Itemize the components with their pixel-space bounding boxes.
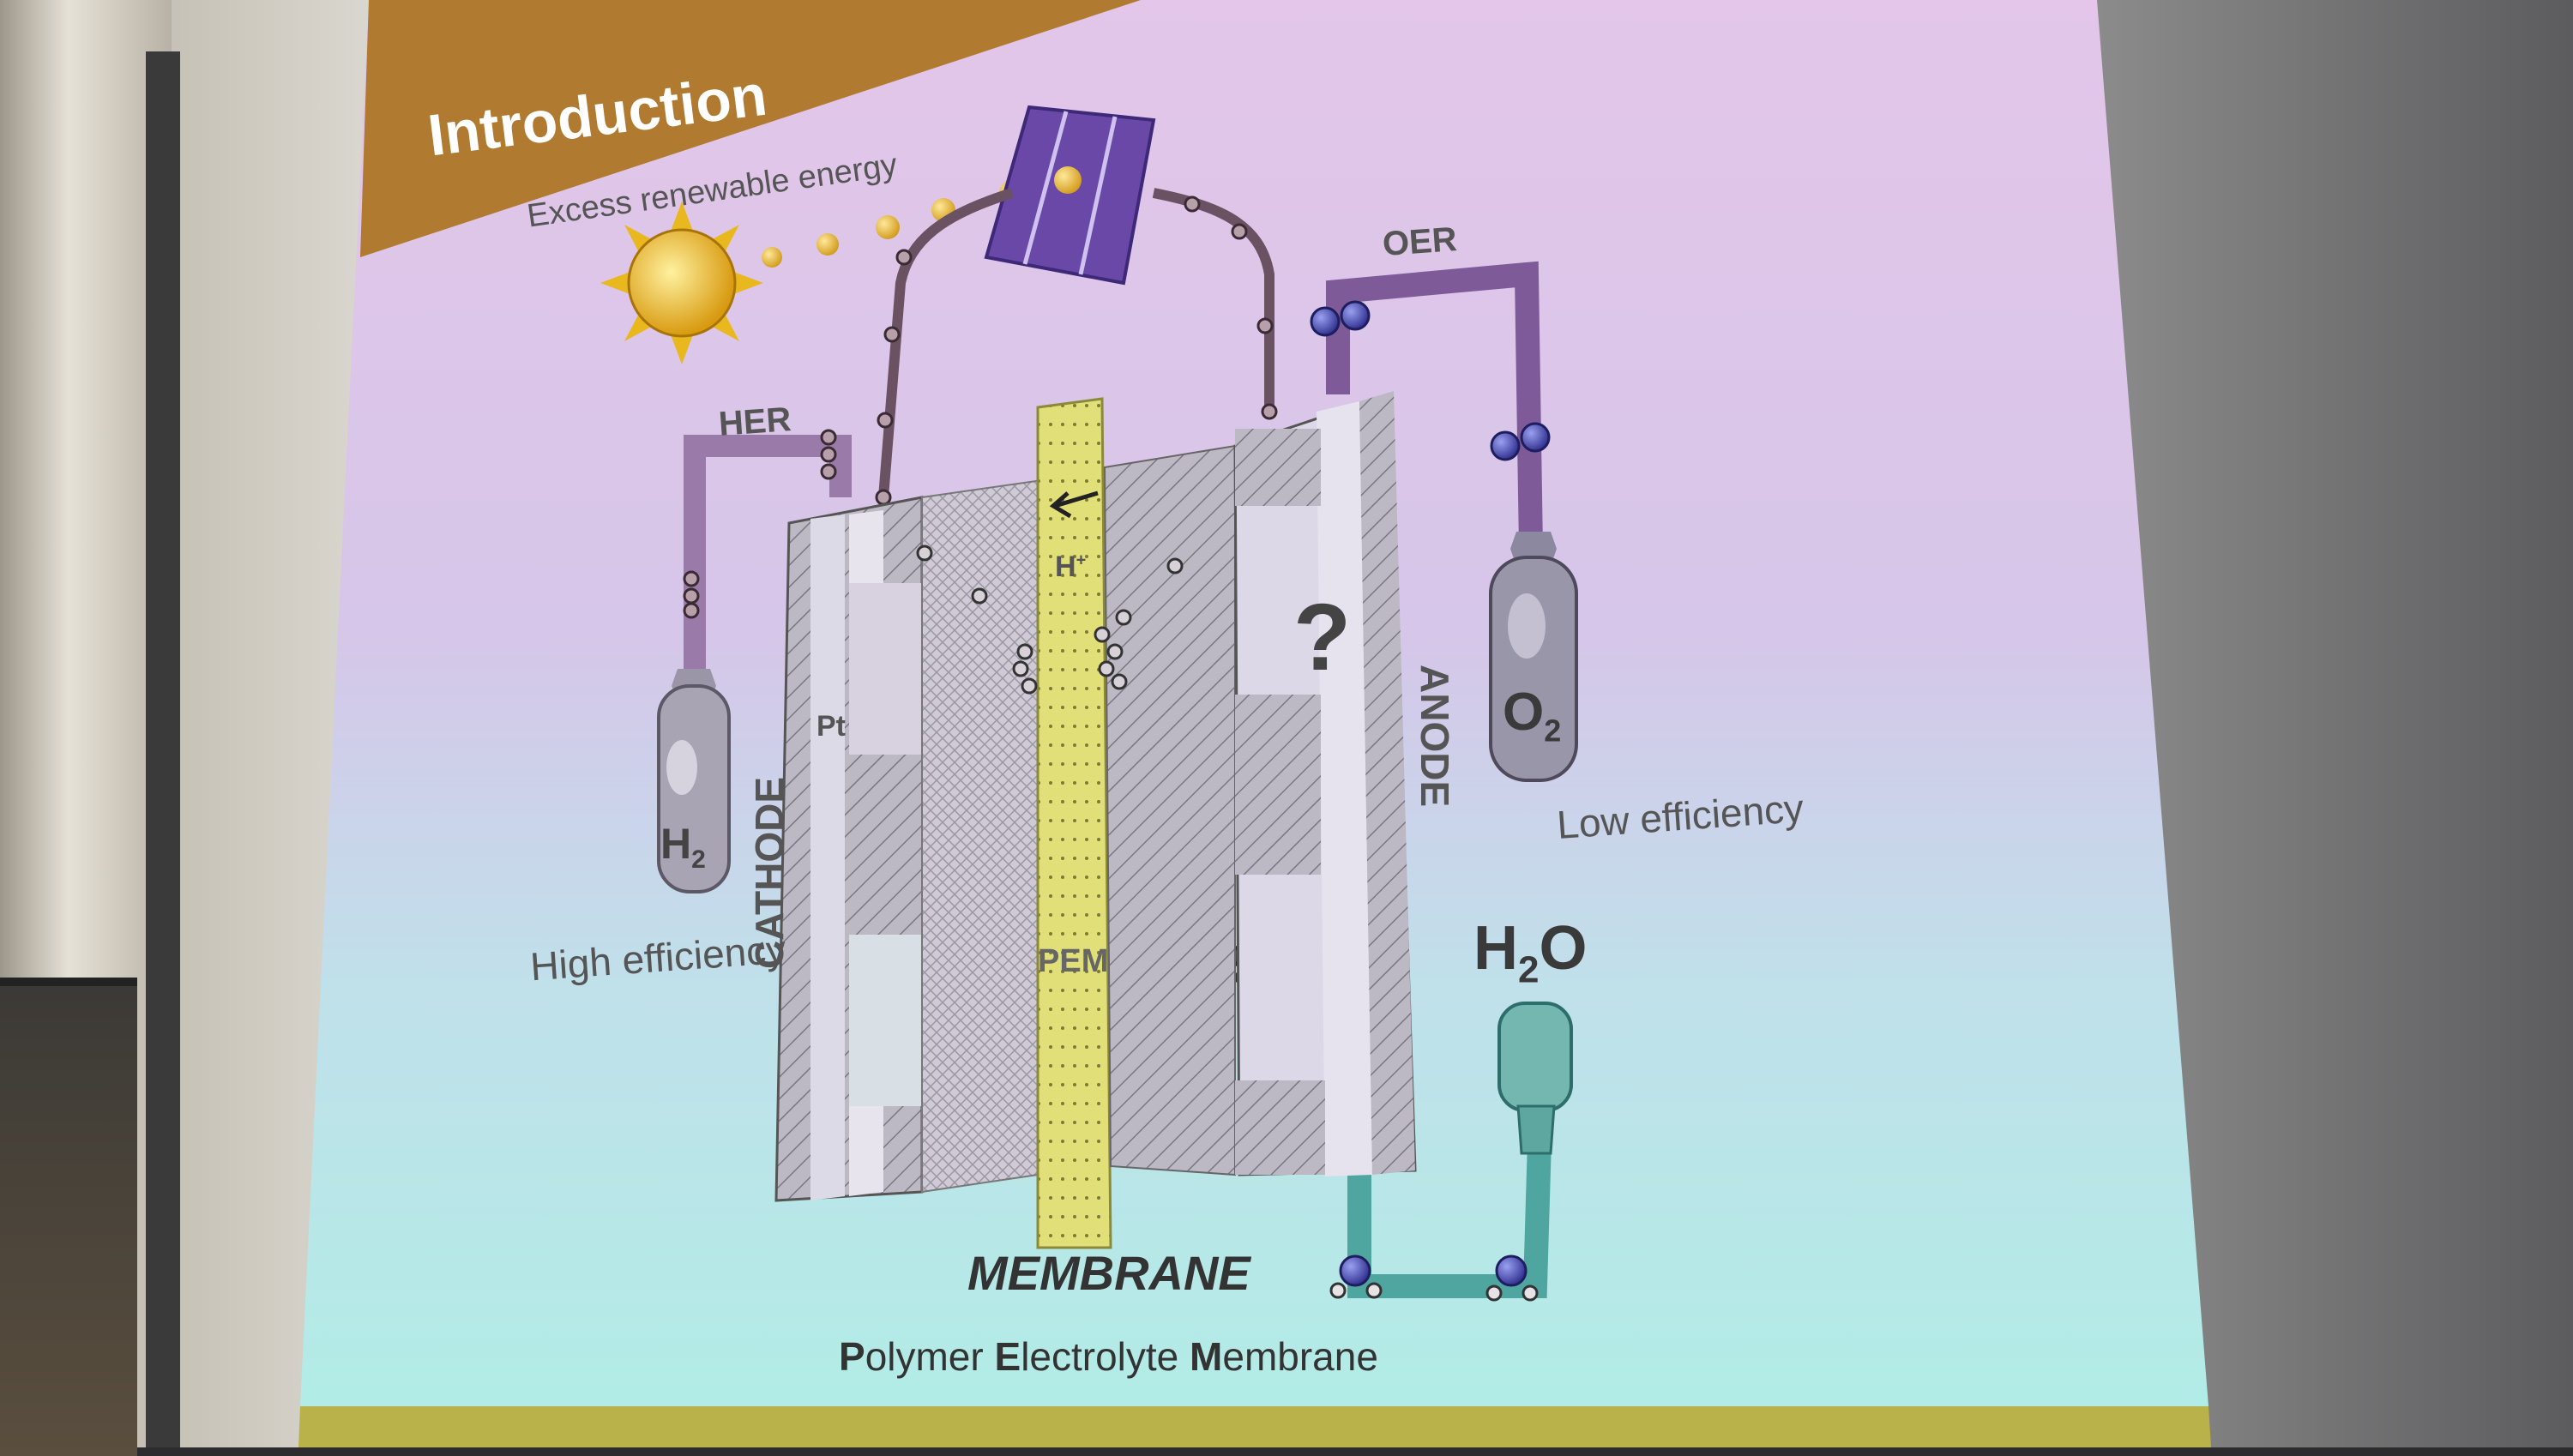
oer-label: OER xyxy=(1381,220,1459,263)
h2o-sub: 2 xyxy=(1518,948,1540,991)
membrane-label: MEMBRANE xyxy=(967,1246,1250,1300)
h2o-tank-icon xyxy=(1497,1002,1573,1155)
h2-sub: 2 xyxy=(691,845,706,874)
foreground-chair xyxy=(0,978,137,1456)
proton-label: H+ xyxy=(1055,551,1086,584)
pem-label: PEM xyxy=(1038,943,1109,979)
electrolyser-cell xyxy=(774,391,1417,1249)
h2o-label: H2O xyxy=(1473,913,1588,991)
pt-catalyst-label: Pt xyxy=(816,710,846,743)
pem-p: P xyxy=(839,1334,865,1379)
solar-panel-icon xyxy=(984,105,1156,286)
pem-e-rest: lectrolyte xyxy=(1021,1334,1190,1379)
h2o-h: H xyxy=(1473,914,1518,983)
unknown-catalyst-mark: ? xyxy=(1293,585,1352,690)
her-label: HER xyxy=(717,400,792,443)
o2-sub: 2 xyxy=(1544,713,1562,749)
pem-p-rest: olymer xyxy=(865,1334,995,1379)
h2-tank-label: H2 xyxy=(660,819,706,875)
h2-tank-icon xyxy=(657,669,731,893)
title-bar xyxy=(360,0,1141,257)
o2-tank-icon xyxy=(1489,532,1578,782)
pem-membrane xyxy=(1036,397,1112,1249)
o2-tank-label: O2 xyxy=(1503,682,1561,749)
proton-h: H xyxy=(1055,551,1076,583)
pem-full-name: Polymer Electrolyte Membrane xyxy=(839,1333,1378,1380)
o2-o: O xyxy=(1503,683,1545,742)
pem-m-rest: embrane xyxy=(1222,1334,1378,1379)
anode-label: ANODE xyxy=(1413,665,1457,808)
pem-m: M xyxy=(1190,1334,1223,1379)
window-frame xyxy=(146,51,180,1447)
pem-e: E xyxy=(994,1334,1021,1379)
h2-h: H xyxy=(660,820,692,868)
h2o-o: O xyxy=(1539,914,1588,983)
proton-sup: + xyxy=(1076,551,1087,570)
sun-icon xyxy=(600,202,763,364)
